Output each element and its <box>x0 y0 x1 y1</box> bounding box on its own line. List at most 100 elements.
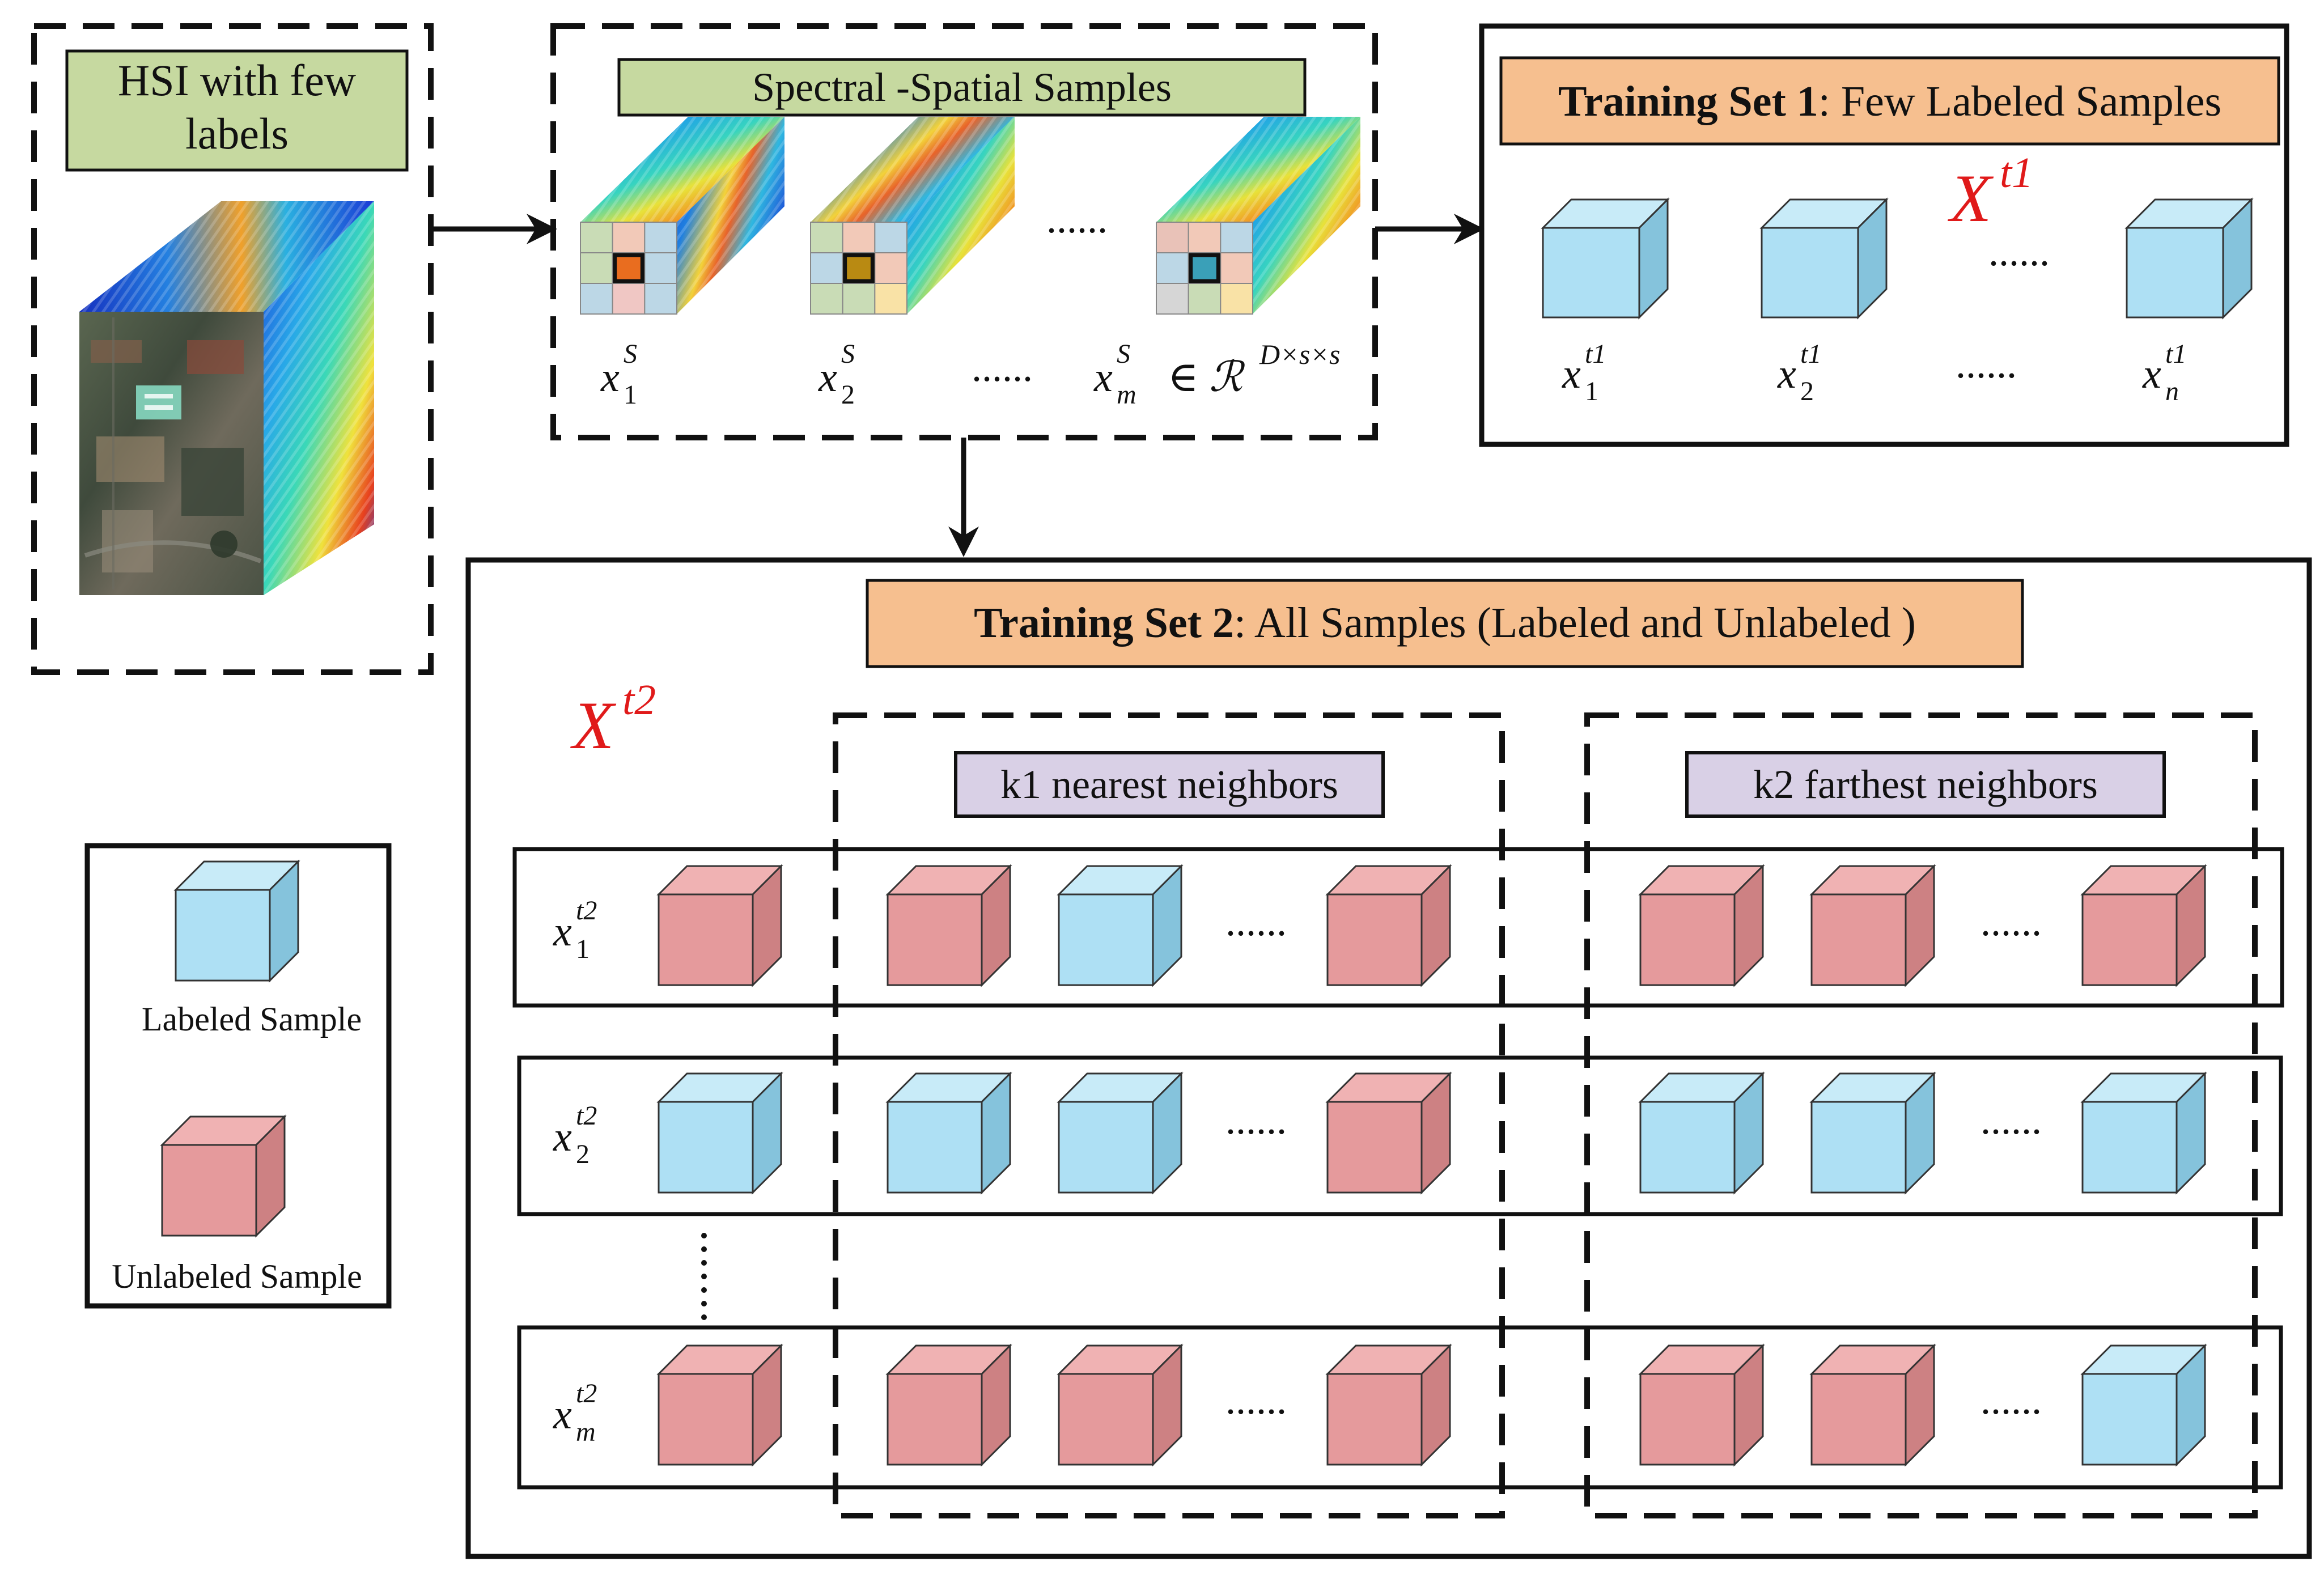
training-set-1-cube <box>1759 197 1889 320</box>
hsi-panel-border <box>31 23 434 675</box>
hsi-title-line2: labels <box>185 109 289 158</box>
row-1-k2-dots: ...... <box>1981 899 2042 944</box>
k2-label: k2 farthest neighbors <box>1753 762 2098 807</box>
samples-panel-border <box>550 23 1378 440</box>
training-set-1-cube <box>1541 197 1670 320</box>
k1-neighbor-cube <box>885 1343 1012 1467</box>
k2-label-box <box>1685 751 2166 818</box>
svg-text:1: 1 <box>624 380 637 410</box>
legend-unlabeled-cube <box>160 1114 287 1238</box>
row-frame-2 <box>517 1055 2283 1216</box>
training-set-2-panel: Training Set 2: All Samples (Labeled and… <box>465 557 2312 1559</box>
hsi-title-line1: HSI with few <box>118 56 356 105</box>
svg-text:t1: t1 <box>1585 339 1606 369</box>
svg-text:x: x <box>553 1114 572 1160</box>
row-m-k2-dots: ...... <box>1981 1377 2042 1423</box>
svg-text:S: S <box>841 339 855 369</box>
svg-text:m: m <box>576 1417 596 1447</box>
svg-text:t1: t1 <box>1800 339 1821 369</box>
svg-text:x: x <box>1562 351 1581 397</box>
hsi-title-box <box>65 49 409 172</box>
svg-text:x: x <box>1777 351 1796 397</box>
row-label-1: x t2 1 <box>553 896 597 964</box>
samples-title-box <box>617 58 1307 117</box>
training-set-1-title-box <box>1499 56 2280 146</box>
row-anchor-cube <box>656 864 783 987</box>
svg-text:2: 2 <box>841 380 855 410</box>
training-set-1-label-x2: x t1 2 <box>1777 339 1821 406</box>
svg-text:t1: t1 <box>2165 339 2186 369</box>
training-set-2-title: Training Set 2: All Samples (Labeled and… <box>974 599 1916 647</box>
k2-neighbor-cube <box>1638 1071 1765 1195</box>
training-set-1-border <box>1479 23 2289 447</box>
sample-label-x1: x S 1 <box>600 339 637 410</box>
svg-text:x: x <box>553 909 572 955</box>
legend-labeled-label: Labeled Sample <box>142 1000 362 1038</box>
svg-text:S: S <box>624 339 637 369</box>
row-anchor-cube <box>656 1343 783 1467</box>
training-set-1-title: Training Set 1: Few Labeled Samples <box>1558 78 2221 125</box>
svg-text:t2: t2 <box>576 896 597 926</box>
vertical-row-ellipsis <box>701 1233 707 1320</box>
samples-cube-dots: ...... <box>1046 196 1108 241</box>
k1-label-box <box>954 751 1385 818</box>
training-set-1-cube-dots: ...... <box>1988 229 2050 274</box>
k1-neighbor-cube <box>1325 1071 1452 1195</box>
svg-text:n: n <box>2165 376 2179 406</box>
svg-text:X: X <box>1948 160 1994 236</box>
svg-text:t1: t1 <box>2000 149 2033 197</box>
svg-text:x: x <box>1093 354 1113 401</box>
k1-neighbor-cube <box>1325 864 1452 987</box>
svg-text:t2: t2 <box>622 676 656 724</box>
training-set-1-label-xn: x t1 n <box>2142 339 2186 406</box>
svg-text:x: x <box>818 354 837 401</box>
k1-neighbor-cube <box>1057 1343 1184 1467</box>
k1-neighbor-cube <box>885 1071 1012 1195</box>
training-set-1-cube <box>2124 197 2254 320</box>
legend: Labeled Sample Unlabeled Sample <box>84 843 392 1309</box>
row-frame-m <box>517 1325 2283 1490</box>
samples-title: Spectral -Spatial Samples <box>752 65 1172 110</box>
sample-label-xm-space: x S m ∈ ℛ D×s×s <box>1093 338 1341 410</box>
legend-unlabeled-label: Unlabeled Sample <box>112 1258 362 1295</box>
svg-text:S: S <box>1117 339 1130 369</box>
k2-neighbor-cube <box>1809 1343 1936 1467</box>
training-set-1-symbol: X t1 <box>1948 149 2033 236</box>
k2-farthest-group <box>1584 712 2258 1518</box>
k2-neighbor-cube <box>2080 1071 2207 1195</box>
k1-neighbor-cube <box>1057 864 1184 987</box>
svg-text:1: 1 <box>576 934 590 964</box>
training-set-1-panel: Training Set 1: Few Labeled Samples X t1… <box>1479 23 2289 447</box>
svg-text:x: x <box>553 1391 572 1438</box>
sample-cubes <box>580 117 1360 315</box>
row-frame-1 <box>512 847 2284 1008</box>
legend-border <box>84 843 392 1309</box>
training-set-1-label-dots: ...... <box>1956 341 2017 387</box>
row-1-k1-dots: ...... <box>1225 899 1287 944</box>
row-anchor-cube <box>656 1071 783 1195</box>
k1-label: k1 nearest neighbors <box>1000 762 1338 807</box>
row-label-m: x t2 m <box>553 1378 597 1447</box>
training-set-1-cubes <box>1541 197 2254 320</box>
k2-neighbor-cube <box>2080 1343 2207 1467</box>
k1-neighbor-cube <box>1057 1071 1184 1195</box>
k2-neighbor-cube <box>1809 864 1936 987</box>
spectral-spatial-sample-cube <box>1156 117 1360 315</box>
row-2-k1-dots: ...... <box>1225 1097 1287 1143</box>
svg-text:2: 2 <box>576 1139 590 1169</box>
k2-neighbor-cube <box>2080 864 2207 987</box>
svg-text:x: x <box>600 354 620 401</box>
training-set-2-cubes <box>656 864 2207 1467</box>
row-2-k2-dots: ...... <box>1981 1097 2042 1143</box>
sample-label-dots: ...... <box>972 345 1033 390</box>
legend-cubes <box>160 859 300 1238</box>
k2-neighbor-cube <box>1638 864 1765 987</box>
row-label-2: x t2 2 <box>553 1101 597 1169</box>
training-set-1-label-x1: x t1 1 <box>1562 339 1606 406</box>
legend-labeled-cube <box>173 859 300 983</box>
k2-neighbor-cube <box>1638 1343 1765 1467</box>
sample-label-x2: x S 2 <box>818 339 855 410</box>
training-set-2-title-box <box>866 579 2024 668</box>
hsi-cube-image <box>79 201 374 595</box>
k2-neighbor-cube <box>1809 1071 1936 1195</box>
